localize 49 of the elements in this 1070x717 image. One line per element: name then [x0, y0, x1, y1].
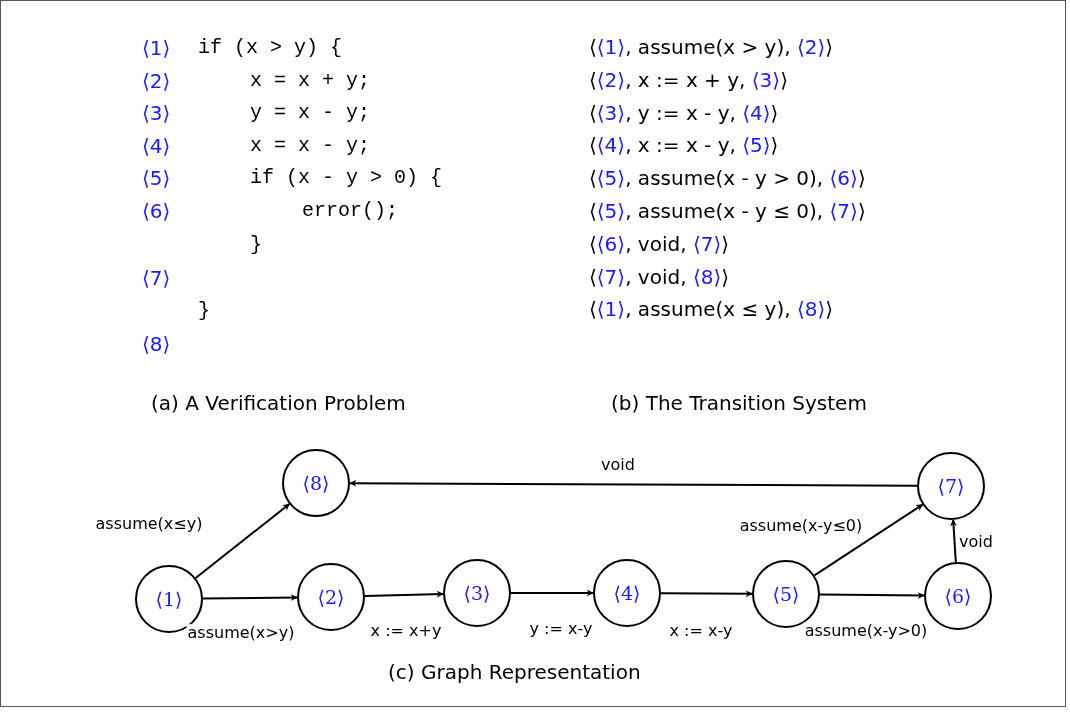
state-label: ⟨4⟩	[613, 582, 641, 604]
code-line: y = x - y;	[250, 103, 371, 123]
transition-tuple: ⟨⟨5⟩, assume(x - y ≤ 0), ⟨7⟩⟩	[589, 201, 866, 221]
location-label: ⟨7⟩	[142, 268, 171, 288]
code-line: error();	[302, 201, 398, 221]
arrow	[349, 479, 918, 487]
location-label: ⟨6⟩	[142, 201, 171, 221]
figure-caption: (c) Graph Representation	[388, 662, 641, 682]
edge-label: assume(x-y≤0)	[738, 517, 864, 535]
arrow	[364, 590, 444, 598]
transition-tuple: ⟨⟨5⟩, assume(x - y > 0), ⟨6⟩⟩	[589, 168, 866, 189]
transition-tuple: ⟨⟨2⟩, x := x + y, ⟨3⟩⟩	[589, 69, 788, 90]
arrow	[202, 594, 298, 601]
state-label: ⟨5⟩	[772, 583, 800, 605]
location-label: ⟨2⟩	[142, 71, 171, 91]
transition-tuple: ⟨⟨3⟩, y := x - y, ⟨4⟩⟩	[589, 102, 779, 123]
arrow	[510, 589, 594, 597]
transition-tuple: ⟨⟨1⟩, assume(x > y), ⟨2⟩⟩	[589, 37, 834, 57]
code-line: }	[198, 301, 210, 321]
code-line: if (x > y) {	[198, 38, 343, 58]
arrow	[813, 503, 924, 577]
edge-label: assume(x≤y)	[94, 515, 204, 533]
state-label: ⟨3⟩	[463, 582, 491, 604]
transition-tuple: ⟨⟨4⟩, x := x - y, ⟨5⟩⟩	[589, 135, 779, 156]
arrow	[660, 590, 753, 598]
edge-label: assume(x-y>0)	[803, 622, 929, 640]
code-line: x = x + y;	[250, 71, 371, 91]
location-label: ⟨1⟩	[142, 38, 171, 58]
arrow	[194, 503, 291, 579]
code-line: }	[250, 235, 262, 255]
arrow	[819, 592, 925, 600]
state-label: ⟨7⟩	[937, 475, 965, 497]
subfigure-caption: (a) A Verification Problem	[151, 393, 406, 413]
state-label: ⟨2⟩	[317, 586, 345, 608]
transition-tuple: ⟨⟨6⟩, void, ⟨7⟩⟩	[589, 233, 730, 254]
location-label: ⟨5⟩	[142, 168, 171, 188]
location-label: ⟨8⟩	[142, 334, 171, 354]
state-label: ⟨1⟩	[155, 588, 183, 610]
code-line: if (x - y > 0) {	[250, 168, 443, 188]
subfigure-caption: (b) The Transition System	[611, 393, 867, 413]
code-line: x = x - y;	[250, 136, 371, 156]
transition-tuple: ⟨⟨7⟩, void, ⟨8⟩⟩	[589, 266, 730, 287]
location-label: ⟨3⟩	[142, 103, 171, 123]
location-label: ⟨4⟩	[142, 136, 171, 156]
state-label: ⟨6⟩	[944, 585, 972, 607]
transition-tuple: ⟨⟨1⟩, assume(x ≤ y), ⟨8⟩⟩	[589, 299, 834, 320]
state-label: ⟨8⟩	[302, 472, 330, 494]
arrow	[950, 518, 958, 564]
edge-label: assume(x>y)	[186, 624, 296, 642]
